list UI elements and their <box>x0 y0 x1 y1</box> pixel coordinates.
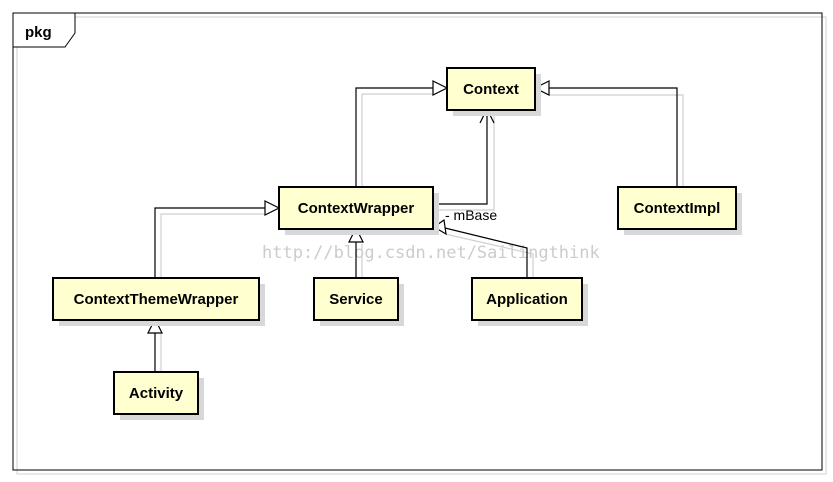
class-application: Application <box>471 277 588 326</box>
class-context-label: Context <box>463 81 519 98</box>
class-contextthemewrapper: ContextThemeWrapper <box>52 277 265 326</box>
class-contextwrapper-label: ContextWrapper <box>298 200 415 217</box>
package-label: pkg <box>25 24 52 41</box>
class-contextimpl-label: ContextImpl <box>634 200 721 217</box>
class-service: Service <box>313 277 404 326</box>
package-frame: pkg <box>12 12 827 475</box>
class-contextthemewrapper-label: ContextThemeWrapper <box>74 291 239 308</box>
edge-contextimpl-generalizes-context <box>533 80 684 186</box>
class-contextwrapper: ContextWrapper <box>278 186 439 235</box>
class-activity: Activity <box>113 371 204 420</box>
class-service-label: Service <box>329 291 382 308</box>
edge-activity-generalizes-contextthemewrapper <box>147 317 163 372</box>
edge-contextwrapper-mbase-context <box>434 107 495 211</box>
edge-contextthemewrapper-generalizes-contextwrapper <box>154 200 281 278</box>
class-activity-label: Activity <box>129 385 184 402</box>
class-application-label: Application <box>486 291 568 308</box>
edge-contextwrapper-generalizes-context <box>355 80 449 186</box>
watermark-text: http://blog.csdn.net/Sailingthink <box>262 243 600 263</box>
class-contextimpl: ContextImpl <box>617 186 742 235</box>
mbase-role-label: - mBase <box>445 207 497 223</box>
class-context: Context <box>446 67 541 116</box>
